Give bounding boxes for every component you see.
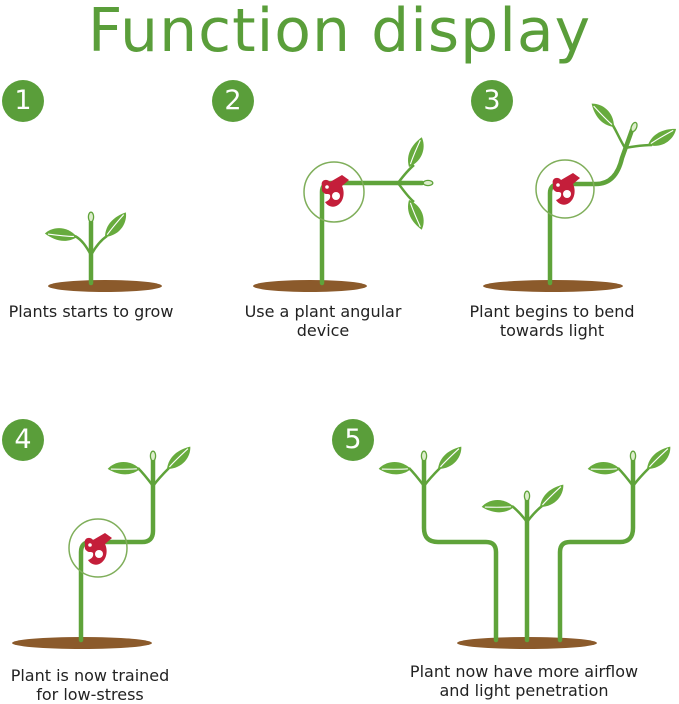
leaf-icon xyxy=(645,127,679,148)
caption-line: device xyxy=(296,321,350,340)
leaf-icon xyxy=(377,455,413,482)
leaf-icon xyxy=(106,455,142,482)
bud-icon xyxy=(149,450,157,462)
leaf-icon xyxy=(480,493,516,520)
device-highlight-ring xyxy=(303,161,365,223)
plant-clip-icon xyxy=(321,175,349,207)
bud-icon xyxy=(422,179,434,187)
step-4-badge: 4 xyxy=(2,419,44,461)
leaf-icon xyxy=(161,445,197,472)
soil-mound xyxy=(253,280,367,292)
caption-line: for low-stress xyxy=(36,685,144,704)
page-title: Function display xyxy=(87,0,592,66)
soil-mound xyxy=(48,280,162,292)
leaf-icon xyxy=(432,445,468,472)
soil-mound xyxy=(12,637,152,649)
bud-icon xyxy=(523,490,531,502)
caption-line: Plant is now trained xyxy=(10,666,170,685)
step-1-caption: Plants starts to grow xyxy=(0,302,182,321)
device-highlight-ring xyxy=(535,159,595,219)
bud-icon xyxy=(420,450,428,462)
step-2-badge: 2 xyxy=(212,80,254,122)
plant-clip-icon xyxy=(84,533,112,565)
caption-line: Use a plant angular xyxy=(244,302,402,321)
caption-line: towards light xyxy=(499,321,605,340)
soil-mound xyxy=(483,280,623,292)
panel-4-trained xyxy=(12,445,197,649)
caption-line: and light penetration xyxy=(439,681,609,700)
leaf-icon xyxy=(586,455,622,482)
leaf-icon xyxy=(399,136,433,169)
bud-icon xyxy=(629,120,639,134)
step-3-badge: 3 xyxy=(471,80,513,122)
panel-5-open-canopy xyxy=(377,445,677,649)
step-5-caption: Plant now have more airflow and light pe… xyxy=(390,662,658,700)
leaf-icon xyxy=(534,483,570,510)
caption-line: Plant begins to bend xyxy=(469,302,635,321)
bud-icon xyxy=(87,211,95,223)
bud-icon xyxy=(629,450,637,462)
panel-1-sprout xyxy=(44,211,162,292)
caption-line: Plant now have more airflow xyxy=(409,662,639,681)
leaf-icon xyxy=(98,211,133,240)
step-4-caption: Plant is now trained for low-stress xyxy=(0,666,180,704)
device-highlight-ring xyxy=(68,518,128,578)
leaf-icon xyxy=(641,445,677,472)
leaf-icon xyxy=(399,198,433,231)
leaf-icon xyxy=(44,220,79,249)
step-1-badge: 1 xyxy=(2,80,44,122)
step-2-caption: Use a plant angular device xyxy=(230,302,416,340)
plant-clip-icon xyxy=(552,173,580,205)
step-3-caption: Plant begins to bend towards light xyxy=(455,302,649,340)
leaf-icon xyxy=(590,97,617,133)
caption-line: Plants starts to grow xyxy=(8,302,174,321)
panel-2-angular-device xyxy=(253,136,434,292)
step-5-badge: 5 xyxy=(332,419,374,461)
panel-3-bending xyxy=(483,97,679,292)
